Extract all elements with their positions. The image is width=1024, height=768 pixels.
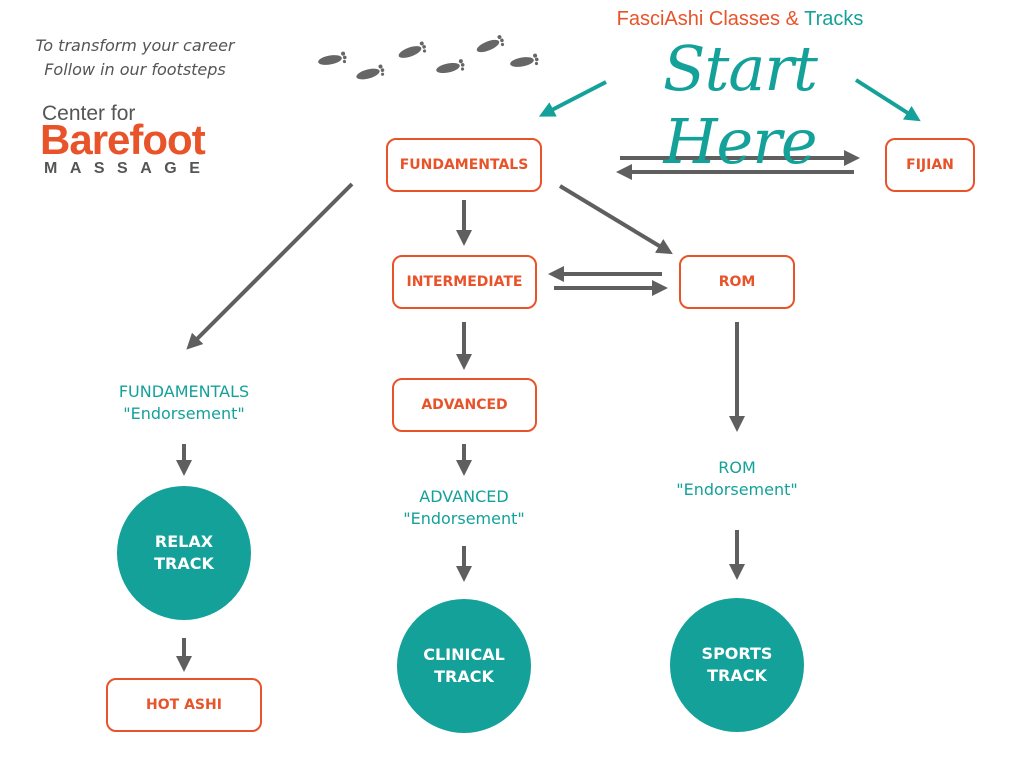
- start-here-heading: Start Here: [663, 32, 818, 178]
- track-clinical-line1: CLINICAL: [423, 645, 505, 664]
- node-fundamentals: FUNDAMENTALS: [386, 138, 542, 192]
- endorsement-rom-line1: ROM: [718, 458, 756, 477]
- track-clinical-line2: TRACK: [434, 667, 494, 686]
- node-hot-ashi: HOT ASHI: [106, 678, 262, 732]
- logo-line2: Barefoot: [40, 116, 206, 163]
- endorsement-fundamentals-line1: FUNDAMENTALS: [118, 382, 250, 401]
- start-arrow-right: [854, 78, 921, 122]
- endorsement-fundamentals: FUNDAMENTALS "Endorsement": [84, 381, 284, 425]
- endorsement-fundamentals-line2: "Endorsement": [123, 404, 245, 423]
- node-fijian: FIJIAN: [885, 138, 975, 192]
- arrow-fundamentals-to-endorsement: [186, 182, 354, 350]
- track-sports: SPORTS TRACK: [670, 598, 804, 732]
- node-rom: ROM: [679, 255, 795, 309]
- logo-line1: Center for: [42, 102, 136, 125]
- title-part1: FasciAshi Classes: [616, 8, 781, 30]
- logo-line3: MASSAGE: [44, 160, 213, 177]
- endorsement-rom-line2: "Endorsement": [676, 480, 798, 499]
- node-advanced: ADVANCED: [392, 378, 537, 432]
- title-part2: Tracks: [804, 8, 864, 30]
- track-sports-line1: SPORTS: [701, 644, 773, 663]
- track-sports-line2: TRACK: [707, 666, 767, 685]
- track-clinical: CLINICAL TRACK: [397, 599, 531, 733]
- tagline-line2: Follow in our footsteps: [44, 60, 226, 79]
- track-relax: RELAX TRACK: [117, 486, 251, 620]
- endorsement-advanced-line1: ADVANCED: [419, 487, 509, 506]
- footprints-icon: [318, 35, 539, 80]
- track-relax-line1: RELAX: [154, 532, 214, 551]
- endorsement-advanced: ADVANCED "Endorsement": [364, 486, 564, 530]
- endorsement-rom: ROM "Endorsement": [637, 457, 837, 501]
- tagline-line1: To transform your career: [35, 36, 235, 55]
- arrow-fundamentals-to-rom: [558, 184, 673, 255]
- track-relax-line2: TRACK: [154, 554, 214, 573]
- node-intermediate: INTERMEDIATE: [392, 255, 537, 309]
- page-title: FasciAshi Classes & Tracks: [560, 8, 920, 31]
- title-amp: &: [780, 8, 805, 30]
- endorsement-advanced-line2: "Endorsement": [403, 509, 525, 528]
- start-arrow-left: [538, 80, 607, 117]
